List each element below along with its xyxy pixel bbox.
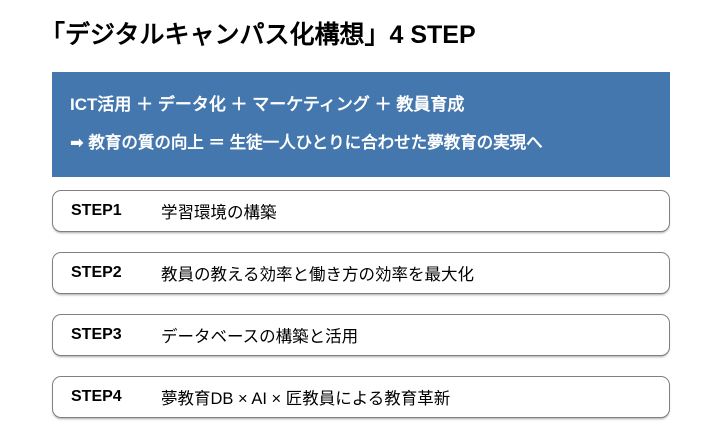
step-row-3: STEP3 データベースの構築と活用 bbox=[52, 314, 670, 356]
step-label-4: STEP4 bbox=[71, 388, 122, 405]
step-text-2: 教員の教える効率と働き方の効率を最大化 bbox=[161, 266, 475, 284]
page-title: 「デジタルキャンパス化構想」4 STEP bbox=[40, 21, 476, 49]
step-text-3: データベースの構築と活用 bbox=[161, 328, 359, 346]
step-list: STEP1 学習環境の構築 STEP2 教員の教える効率と働き方の効率を最大化 … bbox=[52, 190, 670, 418]
step-label-1: STEP1 bbox=[71, 202, 122, 219]
step-row-1: STEP1 学習環境の構築 bbox=[52, 190, 670, 232]
step-label-3: STEP3 bbox=[71, 326, 122, 343]
step-text-1: 学習環境の構築 bbox=[161, 204, 277, 222]
concept-banner: ICT活用 ＋ データ化 ＋ マーケティング ＋ 教員育成 ➡ 教育の質の向上 … bbox=[52, 72, 670, 177]
step-text-4: 夢教育DB × AI × 匠教員による教育革新 bbox=[161, 390, 451, 408]
banner-line-2: ➡ 教育の質の向上 ＝ 生徒一人ひとりに合わせた夢教育の実現へ bbox=[70, 134, 543, 152]
step-row-4: STEP4 夢教育DB × AI × 匠教員による教育革新 bbox=[52, 376, 670, 418]
banner-line-1: ICT活用 ＋ データ化 ＋ マーケティング ＋ 教員育成 bbox=[70, 95, 465, 114]
step-row-2: STEP2 教員の教える効率と働き方の効率を最大化 bbox=[52, 252, 670, 294]
step-label-2: STEP2 bbox=[71, 264, 122, 281]
